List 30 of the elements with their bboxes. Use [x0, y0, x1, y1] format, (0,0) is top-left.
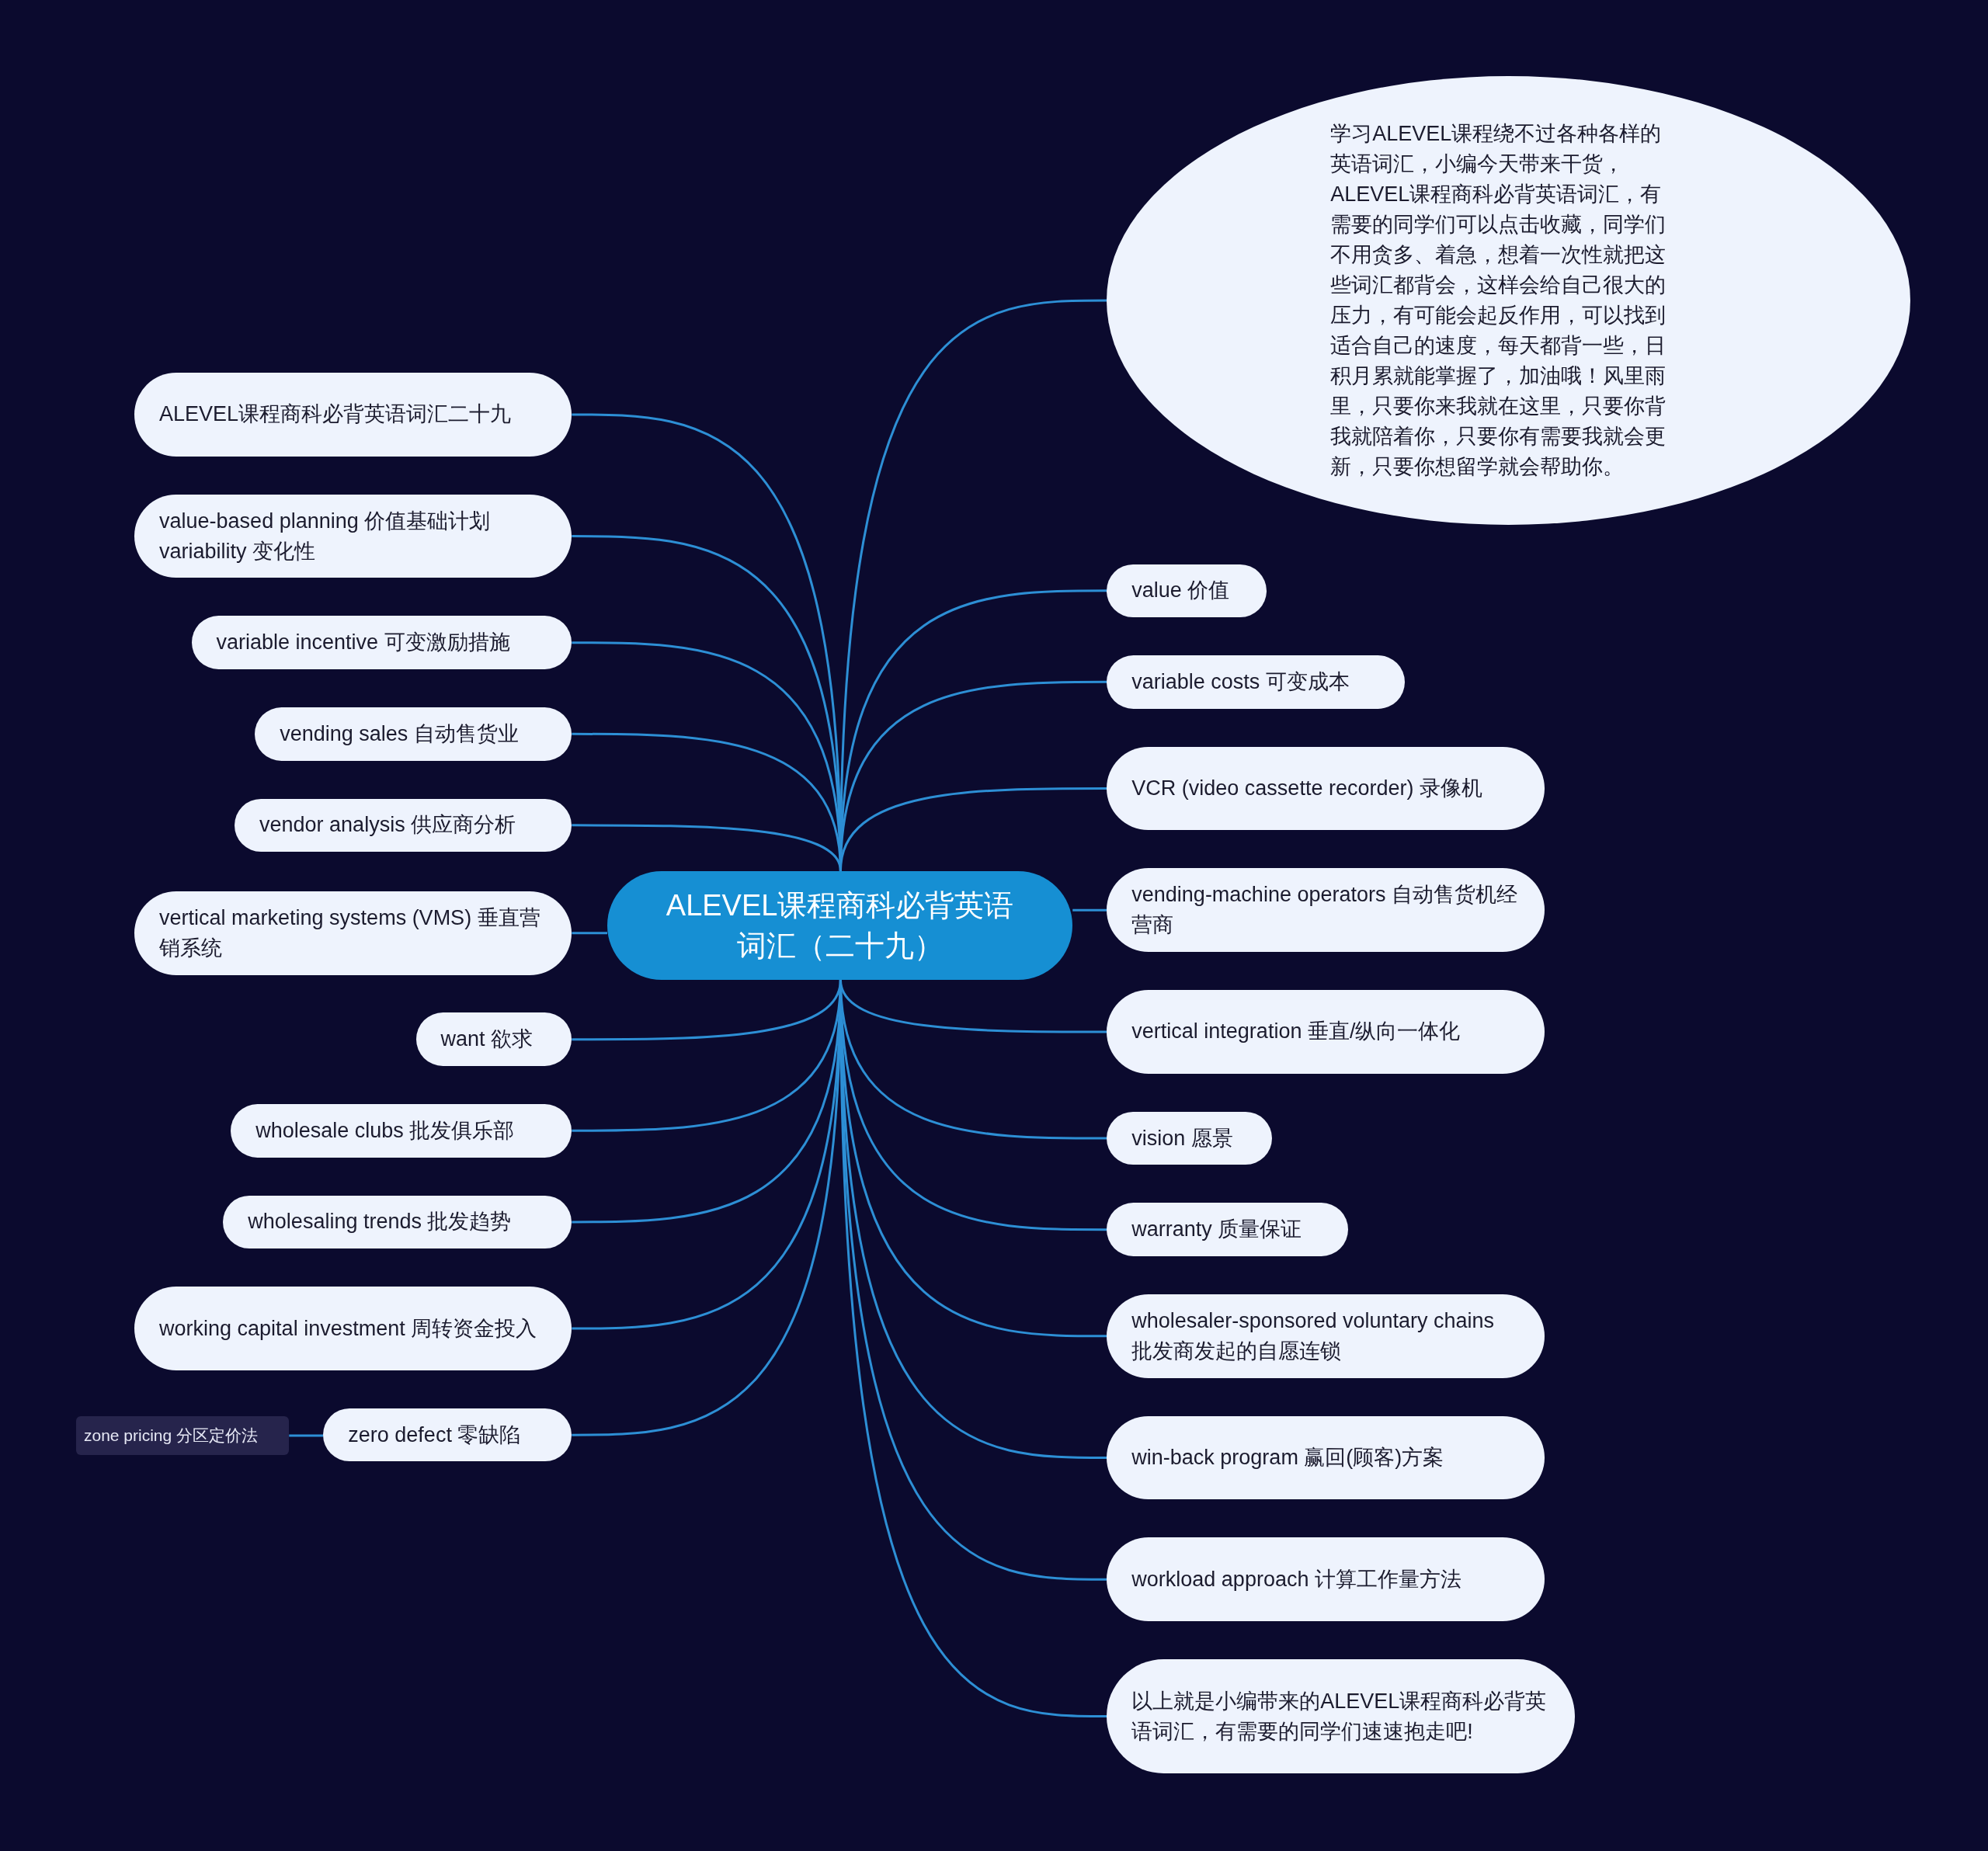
connector-line	[572, 824, 842, 871]
topic-text: variable costs 可变成本	[1131, 669, 1350, 695]
topic-text: value-based planning 价值基础计划variability 变化性	[159, 508, 492, 564]
topic-text: VCR (video cassette recorder) 录像机	[1131, 776, 1483, 801]
topic-text: vending sales 自动售货业	[280, 721, 520, 747]
topic-text: vertical integration 垂直/纵向一体化	[1131, 1019, 1461, 1045]
topic-text: ALEVEL课程商科必背英语词汇（二十九）	[665, 887, 1015, 964]
topic-text: working capital investment 周转资金投入	[159, 1315, 538, 1342]
connector-line	[1072, 908, 1107, 912]
topic-text: value 价值	[1131, 578, 1231, 604]
connector-line	[289, 1434, 324, 1437]
topic-text: vision 愿景	[1131, 1125, 1234, 1151]
topic-text: ALEVEL课程商科必背英语词汇二十九	[159, 401, 513, 428]
topic-text: wholesaler-sponsored voluntary chains 批发商发起的自愿连锁	[1131, 1308, 1496, 1364]
topic-text: zero defect 零缺陷	[348, 1422, 522, 1448]
topic-text: 以上就是小编带来的ALEVEL课程商科必背英语词汇，有需要的同学们速速抱走吧!	[1131, 1688, 1548, 1745]
topic-text: wholesaling trends 批发趋势	[248, 1209, 513, 1235]
connector-line	[572, 932, 608, 935]
topic-text: want 欲求	[440, 1026, 534, 1053]
topic-text: warranty 质量保证	[1131, 1217, 1303, 1243]
topic-text: 学习ALEVEL课程绕不过各种各样的英语词汇，小编今天带来干货，ALEVEL课程商科必背英语词汇，有需要的同学们可以点击收藏，同学们不用贪多、着急，想着一次性就把这些词汇都背会，这样会给自己很大的压力，有可能会起反作用，可以找到适合自己的速度，每天都背一些，日积月累就能掌握了，加油哦！风里雨里，只要你来我就在这里，只要你背我就陪着你，只要你有需要我就会更新，只要你想留学就会帮助你。	[1330, 120, 1667, 480]
topic-text: vertical marketing systems (VMS) 垂直营销系统	[159, 905, 541, 961]
topic-text: vendor analysis 供应商分析	[259, 812, 517, 839]
topic-text: win-back program 赢回(顾客)方案	[1131, 1445, 1445, 1471]
topic-text: wholesale clubs 批发俱乐部	[255, 1117, 516, 1144]
topic-text: workload approach 计算工作量方法	[1131, 1566, 1462, 1592]
topic-text: zone pricing 分区定价法	[83, 1425, 259, 1446]
topic-text: vending-machine operators 自动售货机经营商	[1131, 882, 1518, 939]
topic-node	[75, 1415, 290, 1456]
topic-text: variable incentive 可变激励措施	[216, 630, 511, 656]
